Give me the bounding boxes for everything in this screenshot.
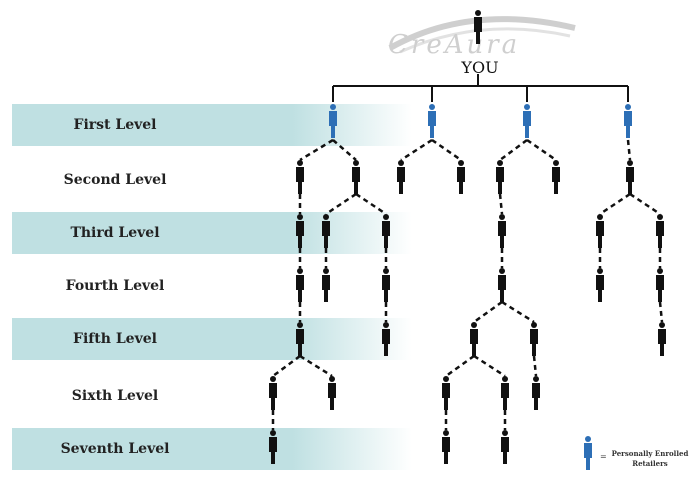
tree-edge-3 [400,138,433,162]
tree-edge-1 [299,138,334,162]
tree-edge-9 [355,192,387,216]
retailer-person-icon [382,322,390,356]
legend-equals: = [600,452,607,461]
level-label-6: Sixth Level [71,388,159,404]
tree-edge-2 [332,139,357,161]
tree-edge-22 [658,301,664,323]
tree-edge-29 [532,355,538,377]
retailer-person-icon [442,376,450,410]
retailer-person-icon [382,214,390,248]
retailer-person-icon [498,214,506,248]
retailer-person-icon [656,214,664,248]
level-label-7: Seventh Level [60,441,170,457]
retailer-person-icon [552,160,560,194]
retailer-person-icon [532,376,540,410]
retailer-person-icon [352,160,360,194]
retailer-person-icon [322,268,330,302]
level-label-5: Fifth Level [73,331,157,347]
tree-edge-24 [501,300,535,324]
retailer-person-icon [269,430,277,464]
retailer-person-icon [269,376,277,410]
retailer-person-icon [658,322,666,356]
retailer-person-icon [596,214,604,248]
root-person-icon [474,10,482,44]
tree-edge-26 [299,354,333,378]
root-label: YOU [461,58,499,77]
tree-edge-12 [599,192,631,216]
retailer-person-icon [656,268,664,302]
retailer-person-icon [322,214,330,248]
tree-edge-27 [445,354,475,378]
enrolled-person-icon [329,104,337,138]
tree-edge-7 [626,139,632,161]
enrolled-person-icon [428,104,436,138]
level-label-3: Third Level [70,225,160,241]
enrolled-person-icon [523,104,531,138]
level-band-3 [12,212,412,254]
retailer-person-icon [296,160,304,194]
retailer-person-icon [382,268,390,302]
retailer-person-icon [457,160,465,194]
tree-edge-6 [526,138,557,162]
retailer-person-icon [397,160,405,194]
legend-label: Personally Enrolled Retailers [611,449,689,468]
level-band-5 [12,318,412,360]
retailer-person-icon [328,376,336,410]
retailer-person-icon [530,322,538,356]
enrolled-person-icon [624,104,632,138]
tree-edge-11 [498,193,504,215]
tree-edge-25 [272,354,301,378]
retailer-person-icon [596,268,604,302]
tree-edge-13 [629,192,661,216]
legend-person-icon [584,436,592,470]
retailer-person-icon [496,160,504,194]
tree-edge-4 [431,138,462,162]
level-label-1: First Level [73,117,157,133]
retailer-person-icon [296,322,304,356]
tree-edge-28 [473,354,506,378]
tree-edge-23 [473,300,503,324]
level-label-4: Fourth Level [65,278,165,294]
retailer-person-icon [501,376,509,410]
retailer-person-icon [626,160,634,194]
retailer-person-icon [498,268,506,302]
logo-text: CreAura [388,30,521,60]
retailer-person-icon [296,268,304,302]
level-band-7 [12,428,412,470]
level-label-2: Second Level [63,172,167,188]
level-band-1 [12,104,412,146]
retailer-person-icon [501,430,509,464]
retailer-person-icon [442,430,450,464]
tree-edge-5 [499,138,528,162]
retailer-person-icon [296,214,304,248]
retailer-person-icon [470,322,478,356]
tree-edge-8 [325,192,357,216]
